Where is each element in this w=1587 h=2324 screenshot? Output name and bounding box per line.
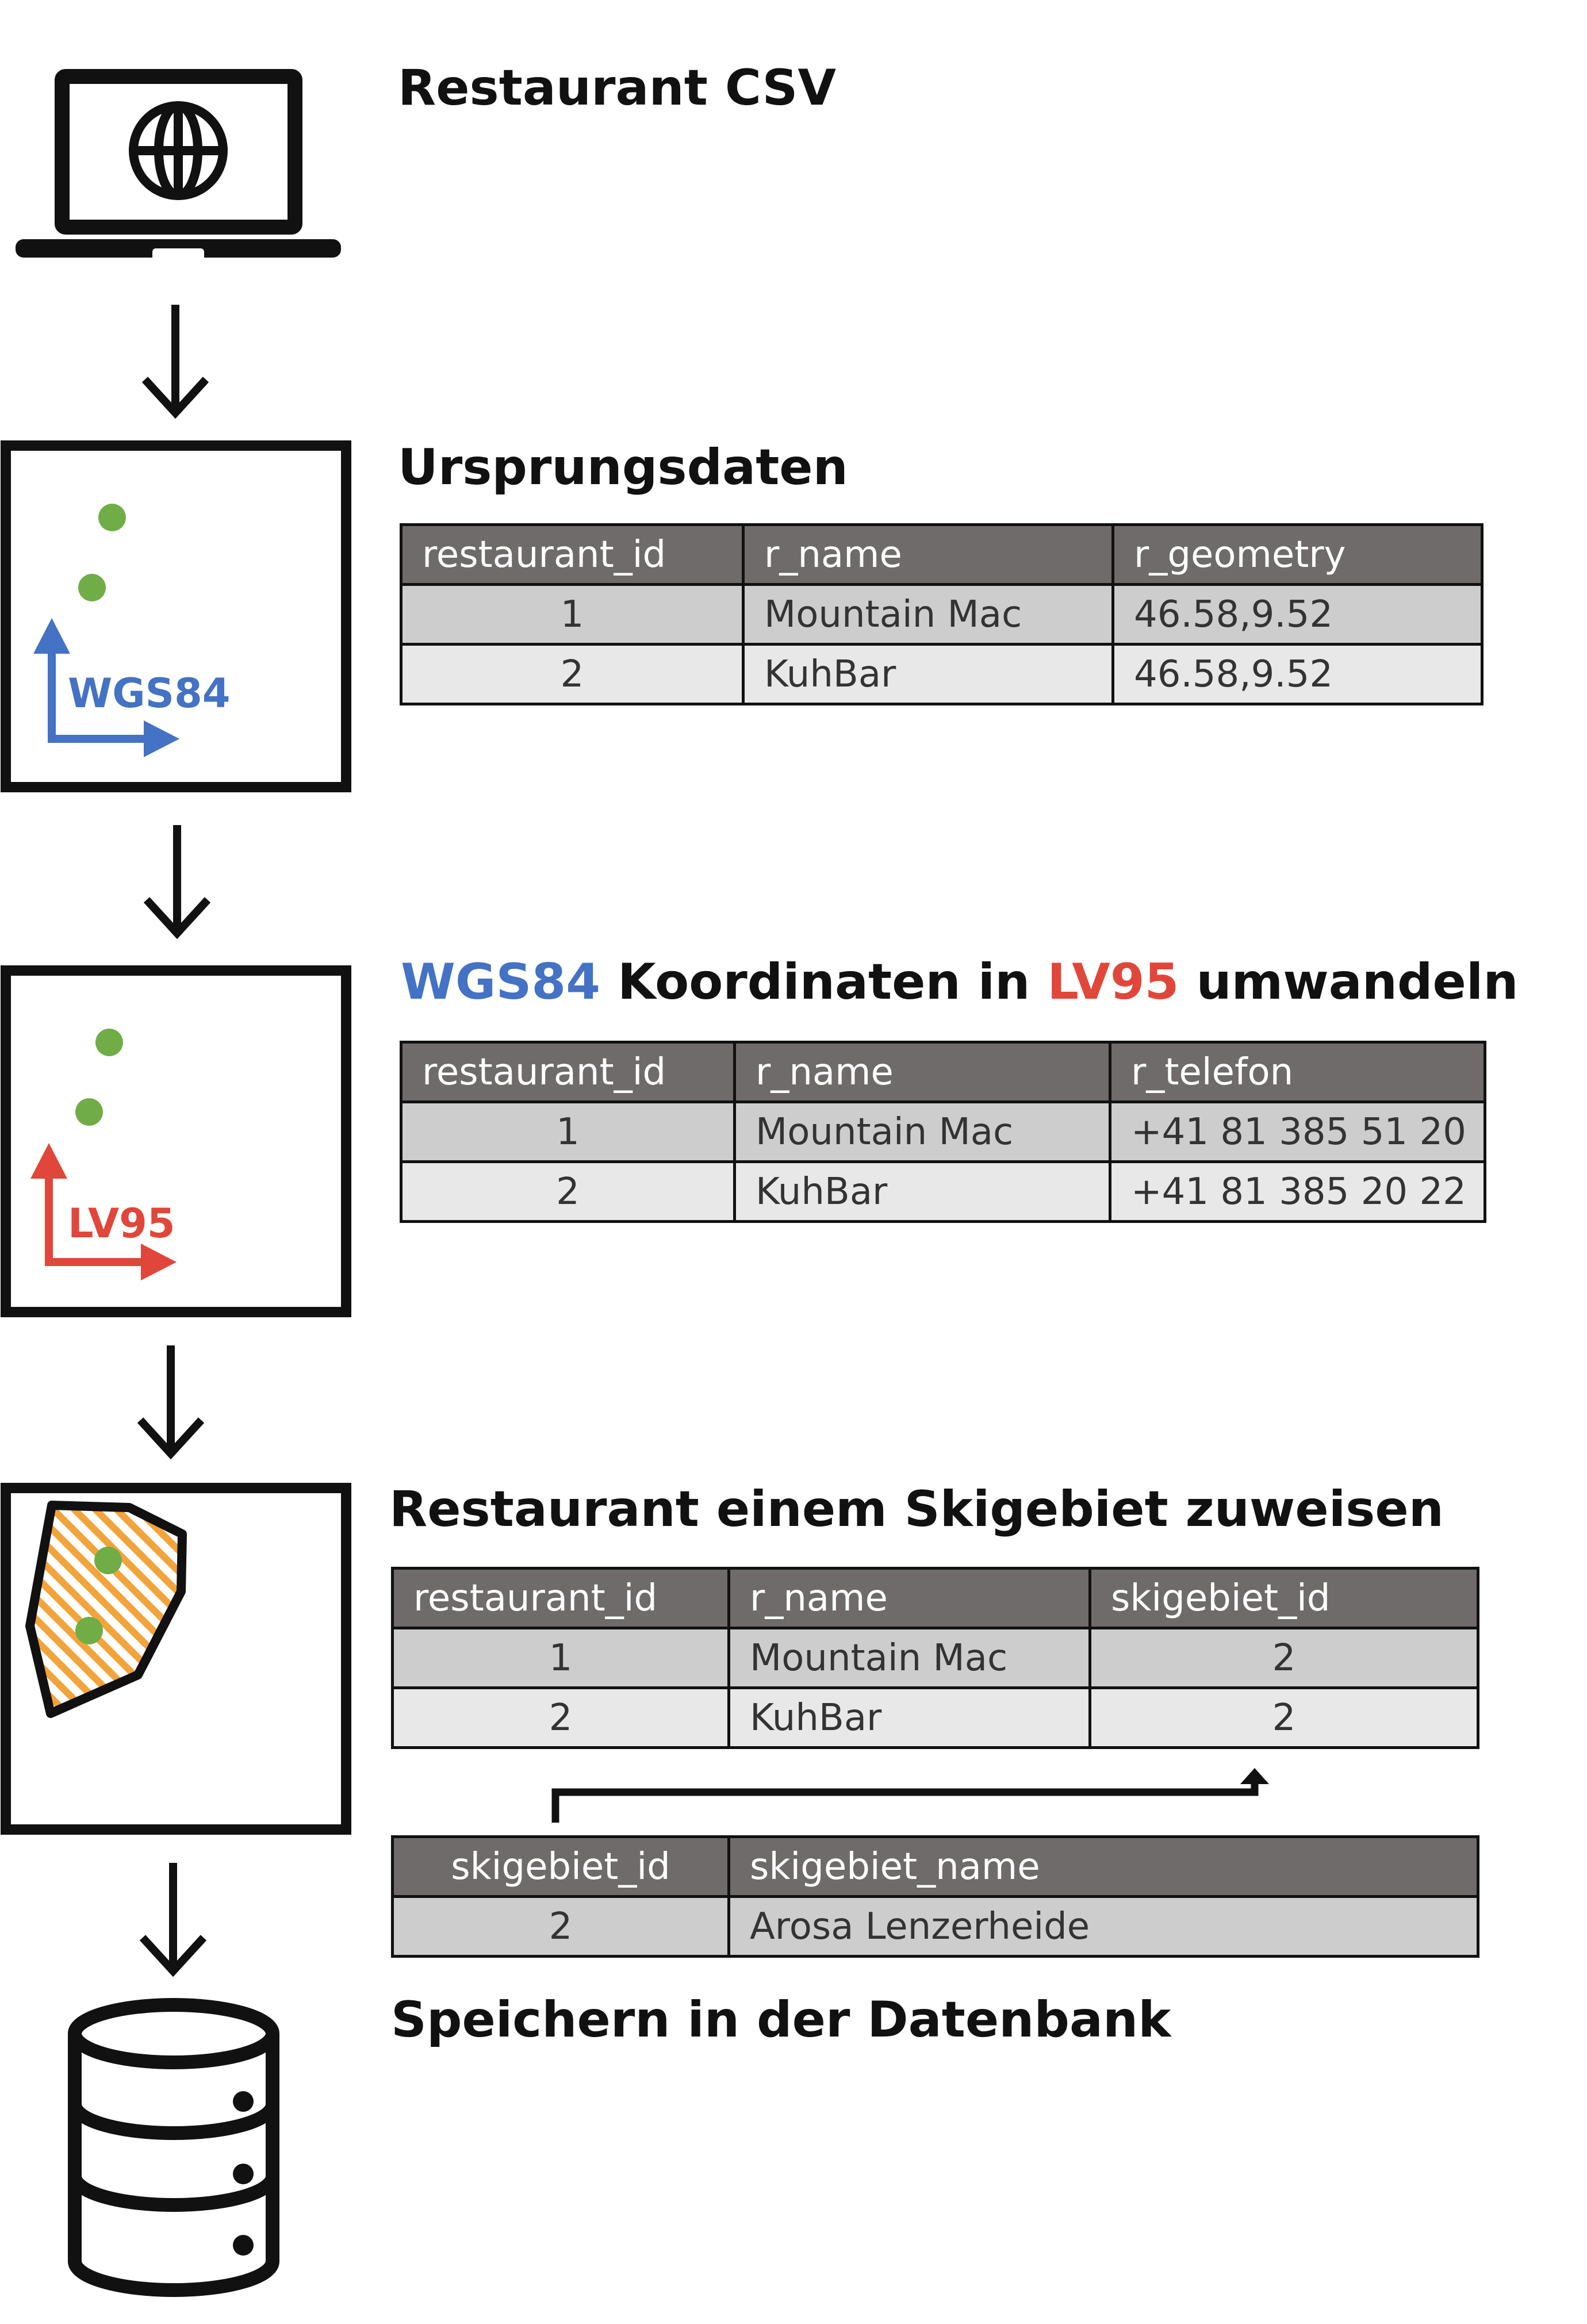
wgs84-label: WGS84 xyxy=(68,670,231,717)
join-arrow-icon xyxy=(551,1768,1269,1823)
column-header: skigebiet_id xyxy=(1088,1567,1479,1629)
table-row: 2 Arosa Lenzerheide xyxy=(391,1895,1479,1958)
cell-restaurant-id: 1 xyxy=(391,1627,730,1689)
cell-restaurant-id: 2 xyxy=(400,1160,736,1223)
arrow-down-icon xyxy=(141,305,209,419)
column-header: restaurant_id xyxy=(391,1567,730,1629)
lv95-label: LV95 xyxy=(68,1200,175,1247)
cell-skigebiet-id: 2 xyxy=(1088,1686,1479,1749)
table-row: 1 Mountain Mac 46.58,9.52 xyxy=(400,583,1483,646)
cell-r-name: Mountain Mac xyxy=(733,1100,1111,1163)
table-row: 2 KuhBar 2 xyxy=(391,1686,1479,1749)
column-header: r_name xyxy=(727,1567,1091,1629)
point-2 xyxy=(75,1098,103,1126)
store-title: Speichern in der Datenbank xyxy=(391,1991,1171,2049)
point-2 xyxy=(78,574,106,601)
title-middle: Koordinaten in xyxy=(618,953,1030,1011)
transform-title: WGS84 Koordinaten in LV95 umwandeln xyxy=(401,957,1519,1007)
laptop-globe-icon xyxy=(16,69,341,261)
arrow-down-icon xyxy=(139,1863,207,1977)
assign-table: restaurant_id r_name skigebiet_id 1 Moun… xyxy=(391,1567,1479,1749)
crs-axes-icon xyxy=(33,618,179,757)
crs-axes-icon xyxy=(30,1143,177,1280)
cell-restaurant-id: 2 xyxy=(391,1686,730,1749)
title-end: umwandeln xyxy=(1196,953,1519,1011)
column-header: r_name xyxy=(742,523,1114,586)
point-1 xyxy=(94,1547,122,1574)
source-table: restaurant_id r_name r_geometry 1 Mounta… xyxy=(400,523,1483,705)
column-header: skigebiet_id xyxy=(391,1835,730,1898)
table-row: 1 Mountain Mac 2 xyxy=(391,1627,1479,1689)
cell-r-geometry: 46.58,9.52 xyxy=(1111,583,1483,646)
wgs84-map-box xyxy=(1,440,351,792)
title-from-crs: WGS84 xyxy=(401,953,601,1011)
column-header: r_telefon xyxy=(1109,1041,1486,1103)
table-row: 1 Mountain Mac +41 81 385 51 20 xyxy=(400,1100,1486,1163)
cell-restaurant-id: 1 xyxy=(400,1100,736,1163)
column-header: skigebiet_name xyxy=(727,1835,1479,1898)
lv95-map-box xyxy=(1,965,351,1317)
cell-r-name: Mountain Mac xyxy=(727,1627,1091,1689)
title-to-crs: LV95 xyxy=(1047,953,1179,1011)
cell-r-name: KuhBar xyxy=(727,1686,1091,1749)
arrow-down-icon xyxy=(137,1345,205,1460)
column-header: r_geometry xyxy=(1111,523,1483,586)
source-title: Ursprungsdaten xyxy=(398,439,848,496)
cell-skigebiet-id: 2 xyxy=(391,1895,730,1958)
cell-restaurant-id: 1 xyxy=(400,583,745,646)
cell-r-name: KuhBar xyxy=(742,643,1114,705)
arrow-down-icon xyxy=(143,825,211,939)
table-row: 2 KuhBar +41 81 385 20 22 xyxy=(400,1160,1486,1223)
cell-r-name: KuhBar xyxy=(733,1160,1111,1223)
column-header: r_name xyxy=(733,1041,1111,1103)
transform-table: restaurant_id r_name r_telefon 1 Mountai… xyxy=(400,1041,1486,1223)
cell-r-name: Mountain Mac xyxy=(742,583,1114,646)
point-2 xyxy=(75,1617,103,1644)
point-1 xyxy=(98,504,126,531)
csv-title: Restaurant CSV xyxy=(398,59,837,117)
cell-r-telefon: +41 81 385 51 20 xyxy=(1109,1100,1486,1163)
cell-skigebiet-name: Arosa Lenzerheide xyxy=(727,1895,1479,1958)
column-header: restaurant_id xyxy=(400,1041,736,1103)
ski-area-table: skigebiet_id skigebiet_name 2 Arosa Lenz… xyxy=(391,1835,1479,1958)
cell-skigebiet-id: 2 xyxy=(1088,1627,1479,1689)
column-header: restaurant_id xyxy=(400,523,745,586)
ski-area-map-box xyxy=(1,1483,351,1835)
database-icon xyxy=(68,1998,279,2297)
assign-title: Restaurant einem Skigebiet zuweisen xyxy=(389,1481,1444,1538)
polygon-area-icon xyxy=(25,1501,187,1718)
cell-r-telefon: +41 81 385 20 22 xyxy=(1109,1160,1486,1223)
table-row: 2 KuhBar 46.58,9.52 xyxy=(400,643,1483,705)
cell-restaurant-id: 2 xyxy=(400,643,745,705)
cell-r-geometry: 46.58,9.52 xyxy=(1111,643,1483,705)
point-1 xyxy=(95,1029,123,1056)
